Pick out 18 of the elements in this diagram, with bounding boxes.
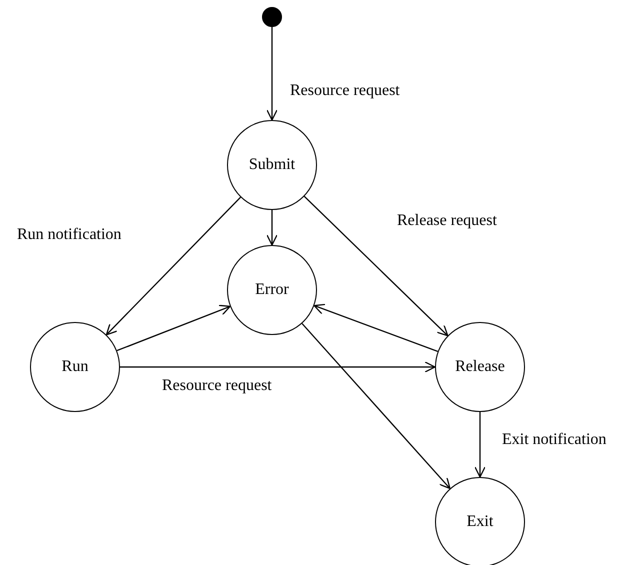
arrow <box>304 196 448 336</box>
edge-label: Resource request <box>288 82 402 100</box>
arrow <box>266 27 278 121</box>
state-name: Exit <box>466 513 494 531</box>
arrow <box>302 323 451 490</box>
state-name: Submit <box>248 156 296 174</box>
arrow <box>314 304 438 352</box>
initial-state-dot <box>262 7 282 27</box>
arrow <box>116 304 231 352</box>
arrow <box>120 361 436 373</box>
arrow <box>266 210 278 246</box>
state-name: Run <box>62 358 88 376</box>
state-name: Release <box>455 358 505 376</box>
edge-label: Resource request <box>160 377 274 395</box>
state-name: Error <box>255 281 289 299</box>
edge-label: Release request <box>395 212 499 230</box>
arrow <box>106 196 242 336</box>
arrow <box>474 412 486 478</box>
